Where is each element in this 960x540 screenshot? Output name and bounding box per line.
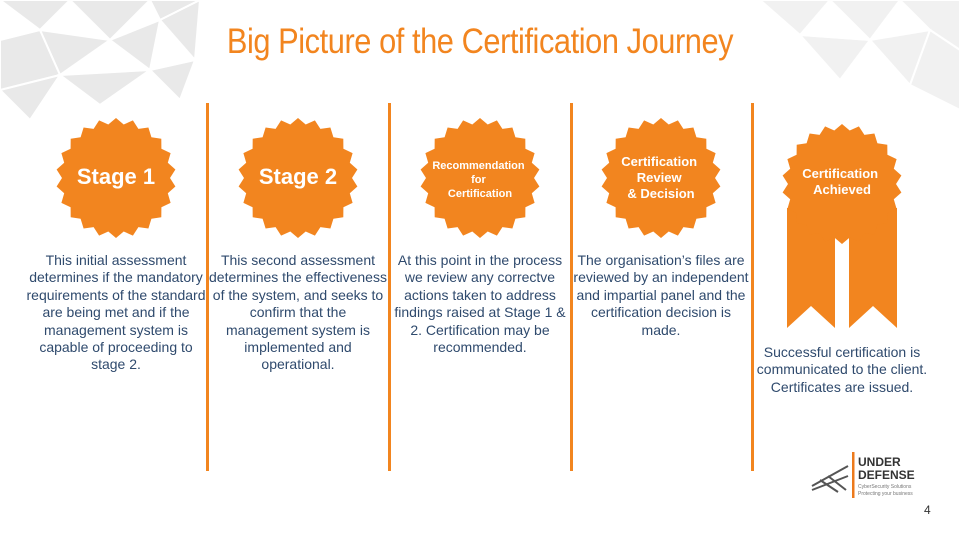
page-number: 4 (924, 503, 931, 517)
recommendation-badge-line-2: for (471, 174, 486, 186)
logo-name-line-2: DEFENSE (858, 468, 915, 482)
certification-achieved-description: Successful certification is communicated… (756, 344, 928, 395)
certification-review-badge-line-1: Certification (621, 154, 697, 169)
logo-name-line-1: UNDER (858, 455, 901, 469)
recommendation-badge-line-1: Recommendation (432, 160, 525, 172)
logo-tagline-2: Protecting your business (858, 491, 913, 497)
logo-tagline-1: CyberSecurity Solutions (858, 484, 912, 490)
certification-achieved-ribbon-badge-icon: Certification Achieved (782, 124, 902, 328)
certification-review-description: The organisation’s files are reviewed by… (573, 252, 749, 338)
stage-2-badge-icon: Stage 2 (238, 118, 358, 238)
svg-text:Certification Review: Certification Review & Decision (621, 154, 700, 201)
slide-title: Big Picture of the Certification Journey (226, 22, 734, 61)
certification-review-badge-line-3: & Decision (627, 186, 694, 201)
stage-2-badge-label: Stage 2 (259, 164, 337, 189)
certification-review-badge-icon: Certification Review & Decision (601, 118, 721, 238)
stage-2-description: This second assessment determines the ef… (209, 252, 387, 373)
svg-text:Stage 1: Stage 1 (77, 164, 155, 189)
column-divider (206, 103, 209, 471)
column-divider (388, 103, 391, 471)
recommendation-badge-icon: Recommendation for Certification (420, 118, 540, 238)
recommendation-description: At this point in the process we review a… (394, 252, 566, 356)
stage-1-badge-icon: Stage 1 (56, 118, 176, 238)
stage-1-description: This initial assessment determines if th… (26, 252, 206, 373)
logo-mark-icon (852, 452, 855, 498)
svg-text:Certification Achieved: Certification Achieved (802, 166, 881, 197)
certification-review-badge-line-2: Review (637, 170, 683, 185)
svg-text:Recommendation for: Recommendation for Certification (432, 160, 527, 200)
certification-achieved-badge-line-1: Certification (802, 166, 878, 181)
logo-arrows-icon (811, 465, 849, 493)
column-divider (570, 103, 573, 471)
stage-1-badge-label: Stage 1 (77, 164, 155, 189)
svg-text:Stage 2: Stage 2 (259, 164, 337, 189)
recommendation-badge-line-3: Certification (448, 188, 512, 200)
certification-achieved-badge-line-2: Achieved (813, 182, 871, 197)
underdefense-logo: UNDER DEFENSE CyberSecurity Solutions Pr… (811, 452, 915, 498)
column-divider (751, 103, 754, 471)
